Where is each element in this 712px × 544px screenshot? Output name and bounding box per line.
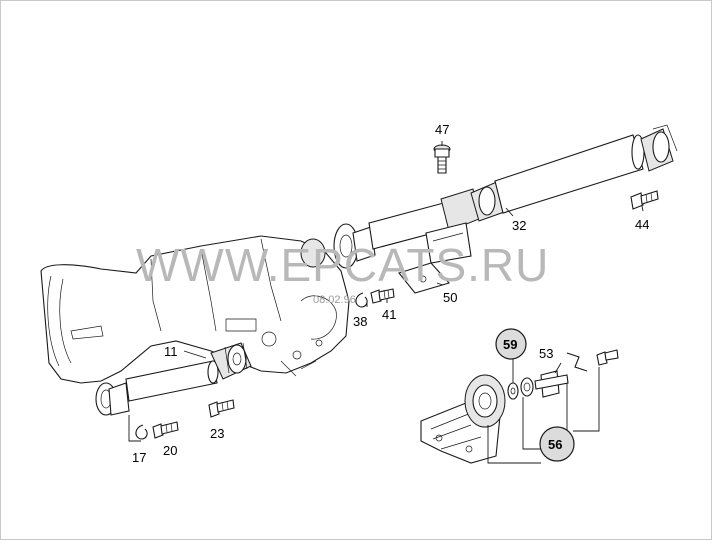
part-38-clip [355, 292, 368, 308]
callout-59-label: 59 [503, 337, 517, 352]
front-driveshaft [95, 342, 252, 416]
callout-47-label: 47 [435, 122, 449, 137]
callout-23-label: 23 [210, 426, 224, 441]
part-17-clip [135, 424, 148, 440]
middle-driveshaft [333, 188, 480, 269]
watermark-text: WWW.EPCATS.RU [136, 239, 549, 291]
leader-lines [128, 141, 644, 464]
transmission-housing [40, 235, 350, 384]
callout-11-label: 11 [164, 344, 178, 359]
date-stamp: 08.02.96 [313, 294, 356, 306]
callout-47[interactable]: 47 [435, 122, 449, 137]
callout-53[interactable]: 53 [539, 346, 553, 361]
center-bearing-assembly [420, 349, 619, 464]
callout-56-circle [539, 426, 575, 462]
callout-41[interactable]: 41 [382, 307, 396, 322]
callout-50-label: 50 [443, 290, 457, 305]
callout-38-label: 38 [353, 314, 367, 329]
callout-11[interactable]: 11 [164, 344, 178, 359]
callout-59-circle [495, 328, 527, 360]
callout-32-label: 32 [512, 218, 526, 233]
callout-56[interactable]: 56 [539, 426, 575, 462]
callout-50[interactable]: 50 [443, 290, 457, 305]
callout-17-label: 17 [132, 450, 146, 465]
part-20-bolt [152, 421, 179, 439]
callout-17[interactable]: 17 [132, 450, 146, 465]
part-50-plate [398, 262, 450, 294]
callout-53-label: 53 [539, 346, 553, 361]
part-41-bolt [370, 288, 395, 304]
callout-20-label: 20 [163, 443, 177, 458]
callout-59[interactable]: 59 [495, 328, 527, 360]
part-47-bolt [433, 144, 451, 174]
callout-44-label: 44 [635, 217, 649, 232]
callout-20[interactable]: 20 [163, 443, 177, 458]
callout-41-label: 41 [382, 307, 396, 322]
rear-driveshaft [470, 124, 678, 222]
callout-38[interactable]: 38 [353, 314, 367, 329]
part-44-bolt [630, 190, 659, 210]
callout-23[interactable]: 23 [210, 426, 224, 441]
callout-56-label: 56 [548, 437, 562, 452]
part-23-bolt [208, 399, 235, 418]
callout-32[interactable]: 32 [512, 218, 526, 233]
callout-44[interactable]: 44 [635, 217, 649, 232]
